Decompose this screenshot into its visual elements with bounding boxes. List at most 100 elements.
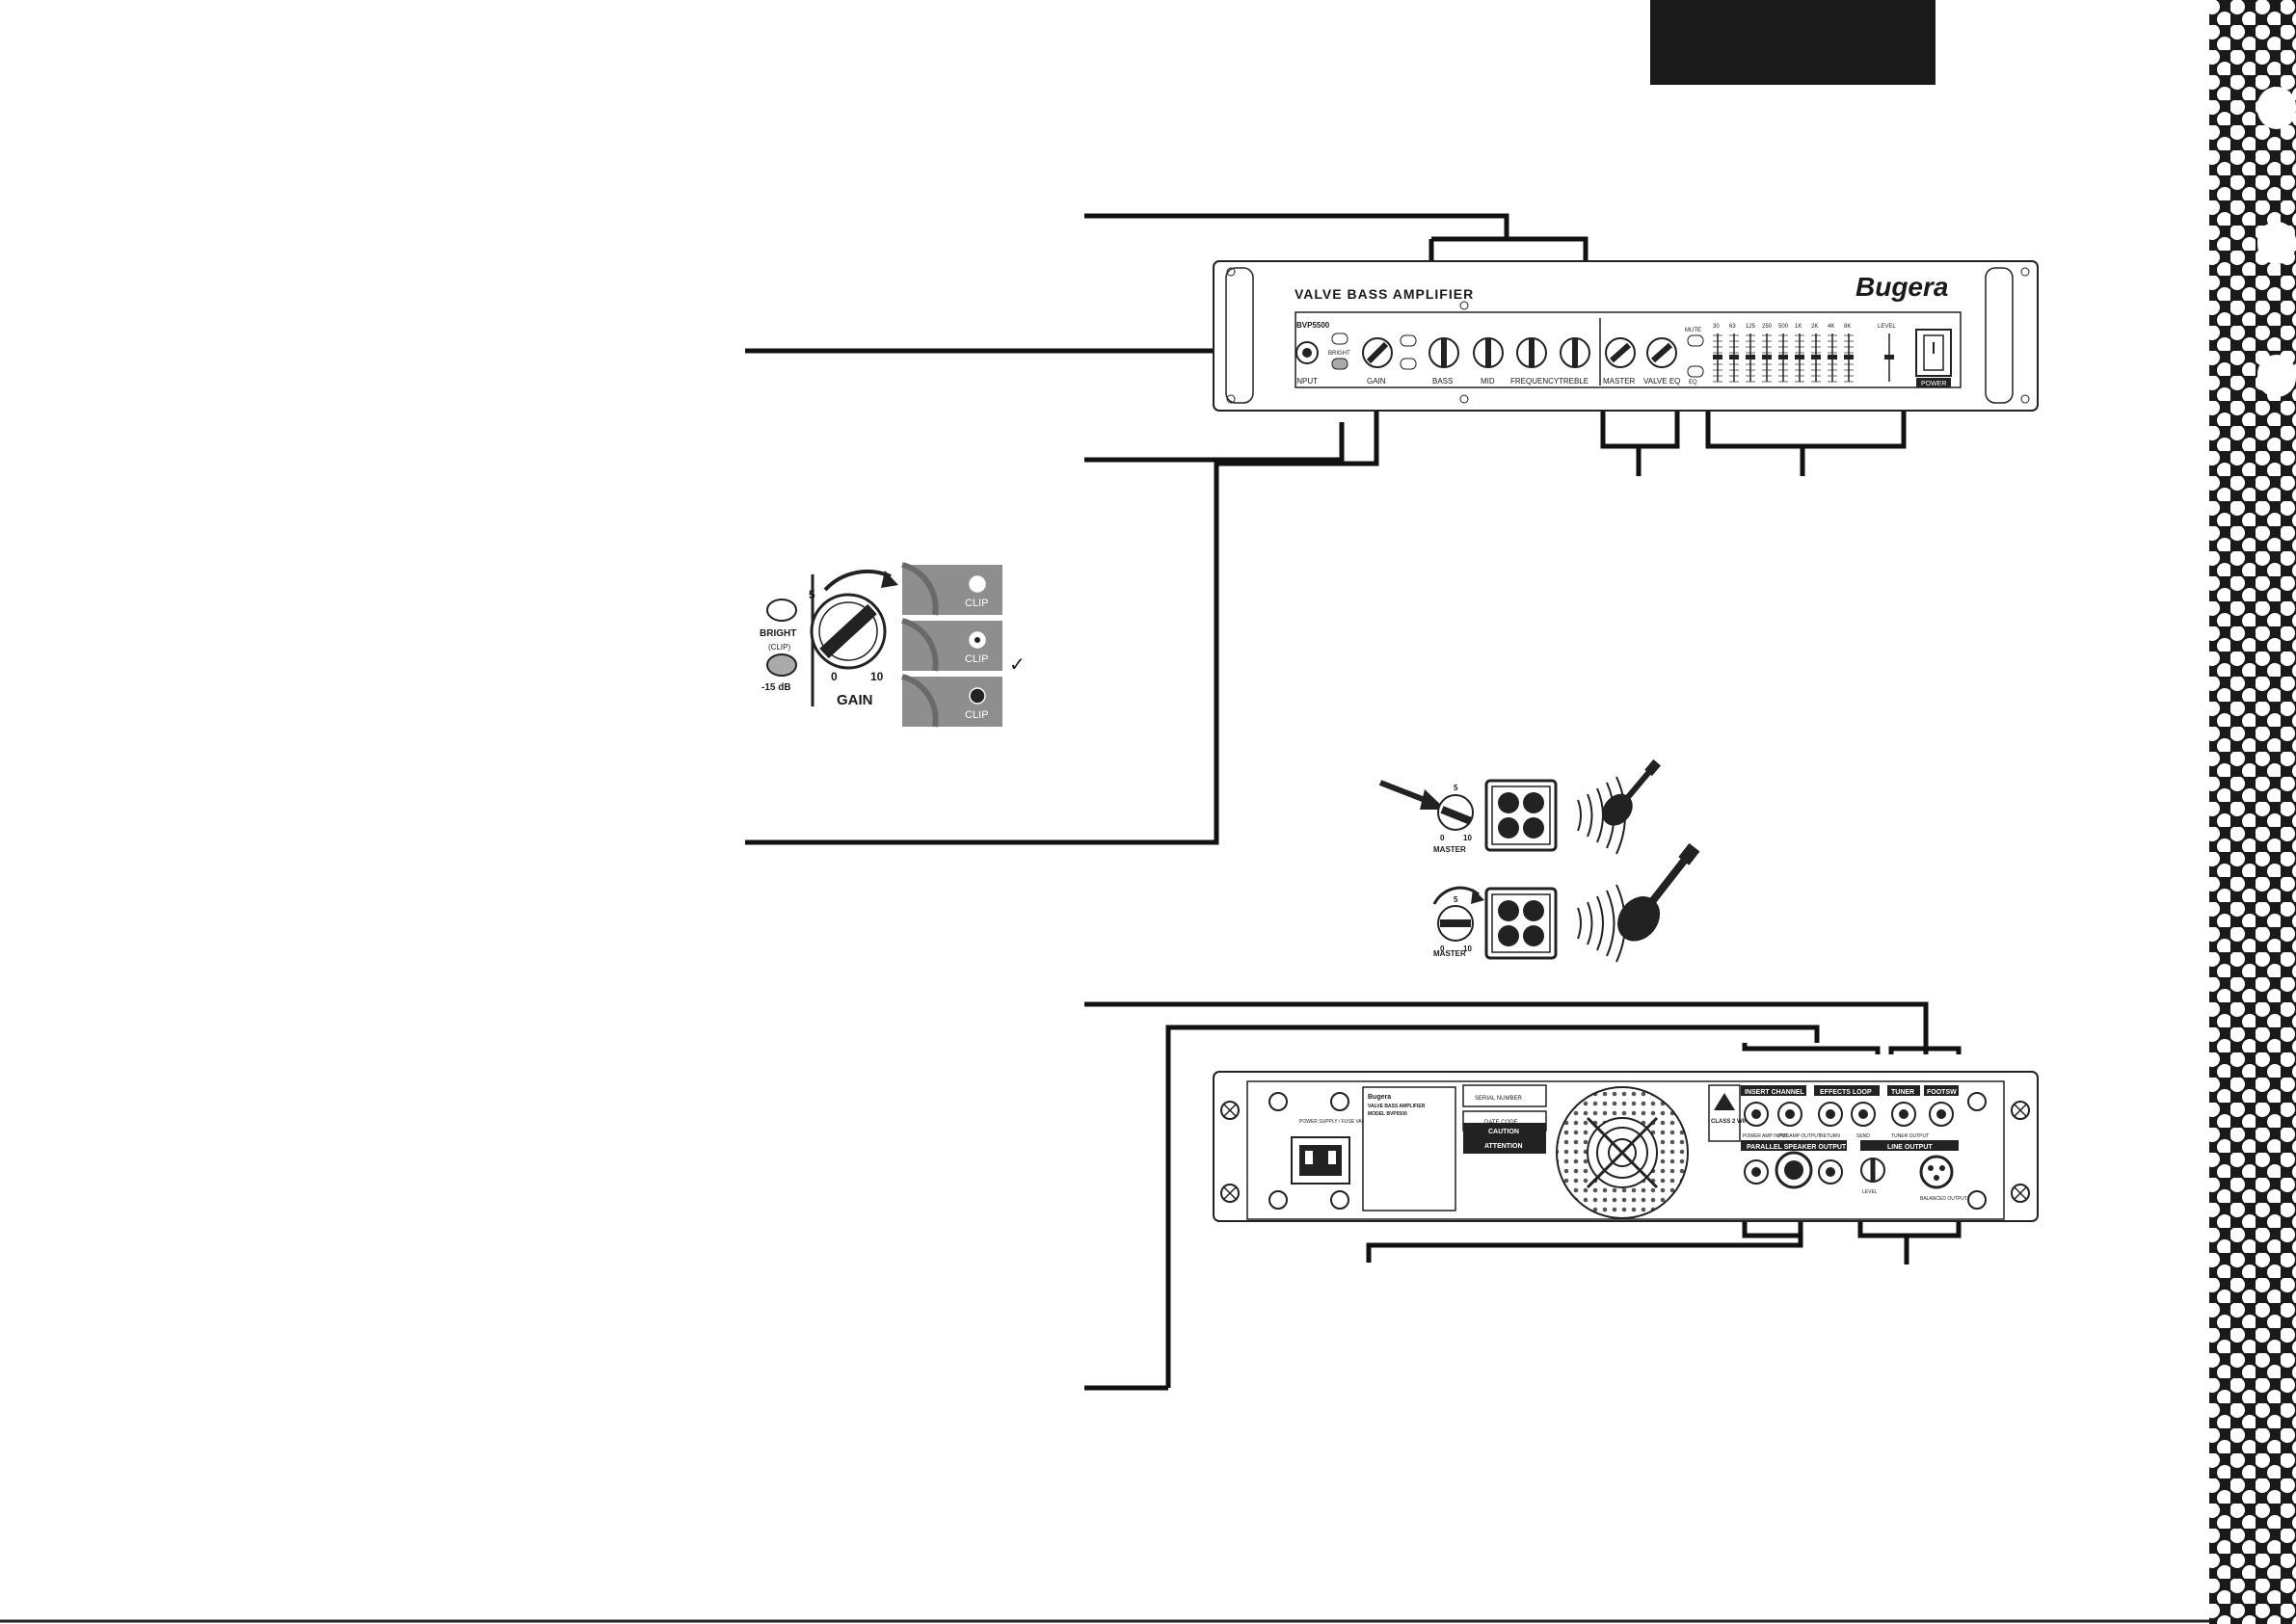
valve-eq-label: VALVE EQ: [1643, 377, 1680, 386]
serial-number-box: [1462, 1084, 1547, 1107]
eq-slider-cap[interactable]: [1746, 355, 1755, 359]
frequency-label: FREQUENCY: [1510, 377, 1560, 386]
brand-logo: Bugera: [1855, 272, 1948, 302]
tuner-label: TUNER: [1891, 1089, 1914, 1096]
eq-band-label: 250: [1762, 324, 1773, 330]
clip-led-label: CLIP: [965, 709, 988, 721]
master-top-label-2: 5: [1454, 895, 1458, 904]
master-knob-low: 5 0 10 MASTER: [1433, 784, 1474, 854]
eq-slider-cap[interactable]: [1795, 355, 1804, 359]
rear-panel: POWER SUPPLY / FUSE VALUE Bugera VALVE B…: [1213, 1071, 2039, 1222]
gain-knob-illustration: [810, 593, 887, 670]
tuner-header: [1887, 1085, 1920, 1096]
eq-slider-cap[interactable]: [1713, 355, 1722, 359]
eq-slider-cap[interactable]: [1762, 355, 1772, 359]
mute-switch[interactable]: [1687, 334, 1704, 347]
parallel-speaker-header: [1741, 1140, 1847, 1151]
master-label: MASTER: [1603, 377, 1636, 386]
line-level-knob[interactable]: [1860, 1158, 1885, 1183]
gain-detail-label: GAIN: [837, 692, 873, 708]
footsw-header: [1924, 1085, 1959, 1096]
send-label: SEND: [1856, 1133, 1870, 1139]
clip-led-flicker: [974, 637, 980, 643]
clip-text: (CLIP): [768, 643, 790, 652]
balanced-output-label: BALANCED OUTPUT: [1920, 1196, 1967, 1202]
input-label: INPUT: [1295, 377, 1318, 386]
master-caption-1: MASTER: [1433, 845, 1466, 854]
serial-label: SERIAL NUMBER: [1475, 1096, 1522, 1102]
master-min-label: 0: [1440, 834, 1445, 842]
mid-knob[interactable]: [1473, 337, 1504, 368]
clip-led-label: CLIP: [965, 598, 988, 609]
effects-loop-header: [1814, 1085, 1880, 1096]
power-amp-input-label: POWER AMP INPUT: [1743, 1133, 1788, 1139]
eq-band-label: 4K: [1828, 324, 1834, 330]
eq-label: EQ: [1689, 380, 1697, 386]
master-top-label: 5: [1454, 784, 1458, 792]
gain-knob[interactable]: [1362, 337, 1393, 368]
knob-edge-shade: [901, 562, 939, 616]
eq-slider-cap[interactable]: [1729, 355, 1739, 359]
bright-text: BRIGHT: [760, 628, 796, 639]
level-slider-cap[interactable]: [1884, 355, 1894, 359]
caution-box: [1463, 1123, 1546, 1154]
rack-ear-left: [1225, 267, 1254, 404]
eq-switch[interactable]: [1687, 365, 1704, 378]
master-knob[interactable]: [1605, 337, 1636, 368]
eq-band-label: 125: [1746, 324, 1756, 330]
side-tab-1[interactable]: [2257, 87, 2296, 129]
eq-band-label: 63: [1729, 324, 1736, 330]
knob-edge-shade: [901, 674, 939, 728]
master-max-label: 10: [1463, 834, 1472, 842]
power-socket-label: POWER SUPPLY / FUSE VALUE: [1299, 1119, 1372, 1125]
pad-button-illustration: [766, 653, 797, 677]
line-output-header: [1860, 1140, 1959, 1151]
ultra-low-switch[interactable]: [1400, 358, 1417, 370]
eq-slider-cap[interactable]: [1844, 355, 1854, 359]
master-knob-high: 5 0 10 MASTER: [1433, 895, 1474, 958]
eq-band-label: 2K: [1811, 324, 1818, 330]
footsw-label: FOOTSW: [1927, 1089, 1957, 1096]
speaker-cabinet-1: [1484, 779, 1558, 852]
gain-detail: BRIGHT (CLIP) -15 dB 5 0 10 GAIN CLIPCLI…: [760, 562, 1026, 728]
insert-channel-header: [1741, 1085, 1806, 1096]
return-label: RETURN: [1820, 1133, 1840, 1139]
front-panel: VALVE BASS AMPLIFIER Bugera BVP5500 INPU…: [1213, 260, 2039, 412]
clip-led-icon: [969, 575, 986, 593]
guitar-icon-large: [1617, 842, 1700, 942]
speaker-cabinet-2: [1484, 887, 1558, 960]
bass-label: BASS: [1432, 377, 1453, 386]
caution-label: CAUTION: [1488, 1129, 1519, 1135]
frequency-knob[interactable]: [1516, 337, 1547, 368]
side-tab-bar: [2209, 0, 2296, 1624]
master-caption-2: MASTER: [1433, 949, 1466, 958]
xlr-balanced-output[interactable]: [1919, 1155, 1954, 1189]
info-line-1: VALVE BASS AMPLIFIER: [1368, 1104, 1426, 1109]
eq-slider-cap[interactable]: [1778, 355, 1788, 359]
side-tab-2[interactable]: [2257, 222, 2296, 264]
ultra-high-switch[interactable]: [1400, 334, 1417, 347]
class2-label: CLASS 2 WIRING: [1711, 1119, 1759, 1125]
info-line-2: MODEL BVP5500: [1368, 1111, 1407, 1117]
info-title: Bugera: [1368, 1094, 1391, 1101]
line-output-label: LINE OUTPUT: [1887, 1144, 1933, 1151]
side-tab-3[interactable]: [2257, 355, 2296, 397]
knob-top-label: 5: [809, 588, 815, 601]
valve-eq-knob[interactable]: [1646, 337, 1677, 368]
treble-knob[interactable]: [1560, 337, 1590, 368]
eq-slider-cap[interactable]: [1828, 355, 1837, 359]
bright-switch[interactable]: [1331, 333, 1348, 345]
master-min-label-2: 0: [1440, 945, 1445, 953]
eq-slider-cap[interactable]: [1811, 355, 1821, 359]
header-block: [1650, 0, 1936, 85]
info-label-box: [1362, 1086, 1456, 1211]
knob-max-label: 10: [870, 670, 884, 683]
attention-label: ATTENTION: [1484, 1143, 1523, 1150]
bass-knob[interactable]: [1428, 337, 1459, 368]
pad-switch[interactable]: [1331, 358, 1348, 370]
eq-band-label: 30: [1713, 324, 1720, 330]
knob-min-label: 0: [831, 670, 838, 683]
